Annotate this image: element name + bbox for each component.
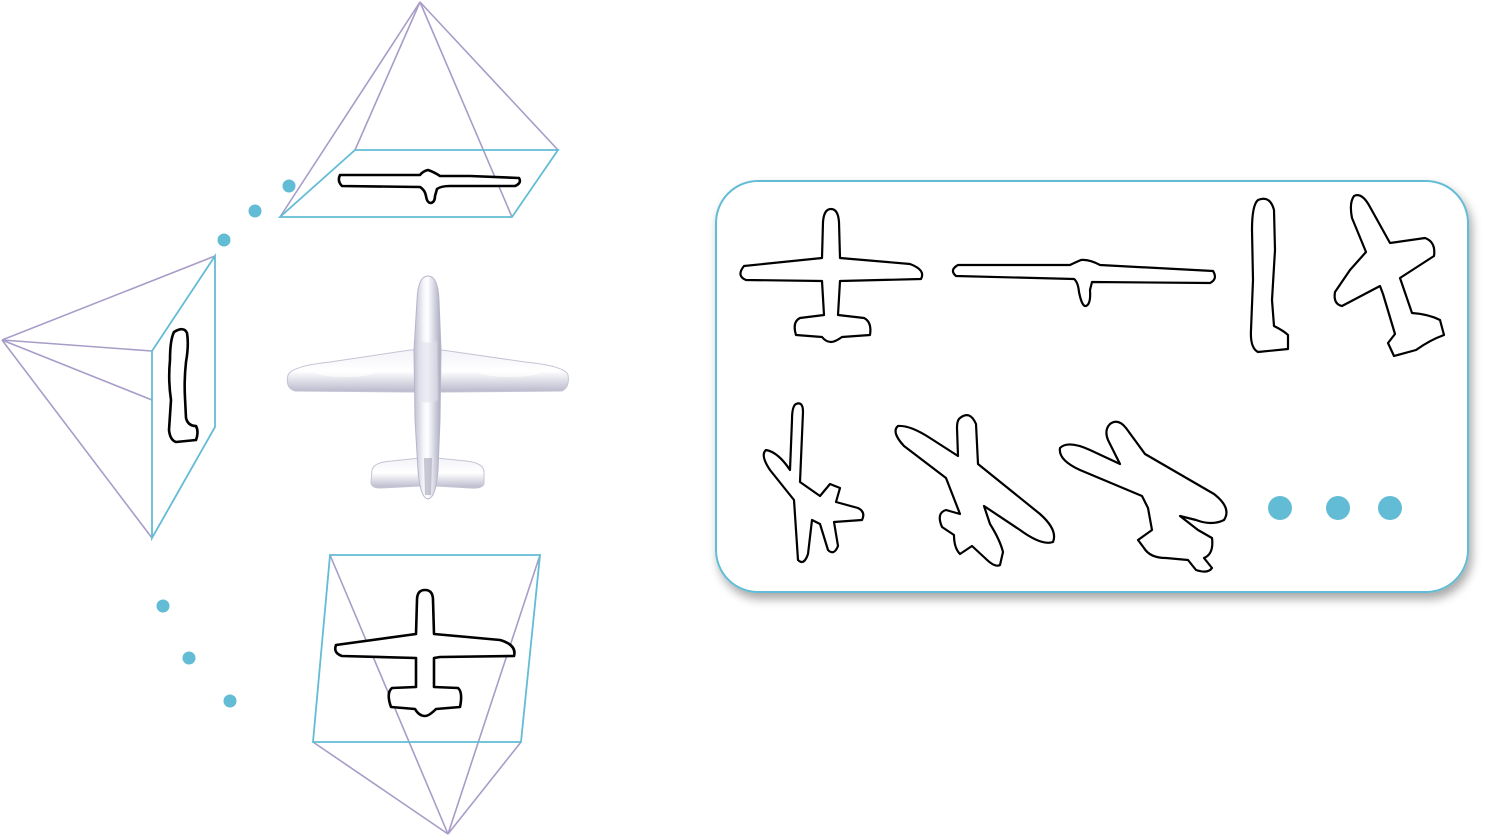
ellipsis-dot [282,179,296,193]
image-plane-left [151,253,216,542]
ellipsis-dot [248,204,262,218]
silhouette-collection-panel [715,180,1469,593]
diagonal-airplane-silhouette-2 [1058,420,1228,573]
camera-frustum-left [1,255,216,539]
ellipsis-dot [1268,496,1292,520]
bottom-camera-view [312,554,541,835]
rotated-airplane-silhouette [1333,194,1446,358]
nose-airplane-silhouette [1249,197,1290,354]
image-plane-top [277,149,560,218]
ellipsis-dot [1378,496,1402,520]
ellipsis-dot [217,233,231,247]
ellipsis-dot [223,694,237,708]
ellipsis-dot [156,599,170,613]
side-airplane-silhouette [951,258,1217,308]
ellipsis-dots-upper [217,179,296,247]
tilted-airplane-silhouette [762,402,865,564]
side-airplane-silhouette [337,168,522,205]
image-plane-bottom [312,554,541,743]
nose-airplane-silhouette [167,327,199,444]
top-camera-view [277,1,560,218]
left-camera-view [1,253,216,542]
airplane-3d-model [286,275,569,500]
diagonal-airplane-silhouette [894,414,1056,567]
ellipsis-dot [1326,496,1350,520]
top-down-airplane-silhouette [739,207,924,344]
ellipsis-dots-lower [156,599,237,708]
top-down-airplane-silhouette [333,588,516,718]
ellipsis-dot [182,651,196,665]
more-views [1268,496,1402,520]
